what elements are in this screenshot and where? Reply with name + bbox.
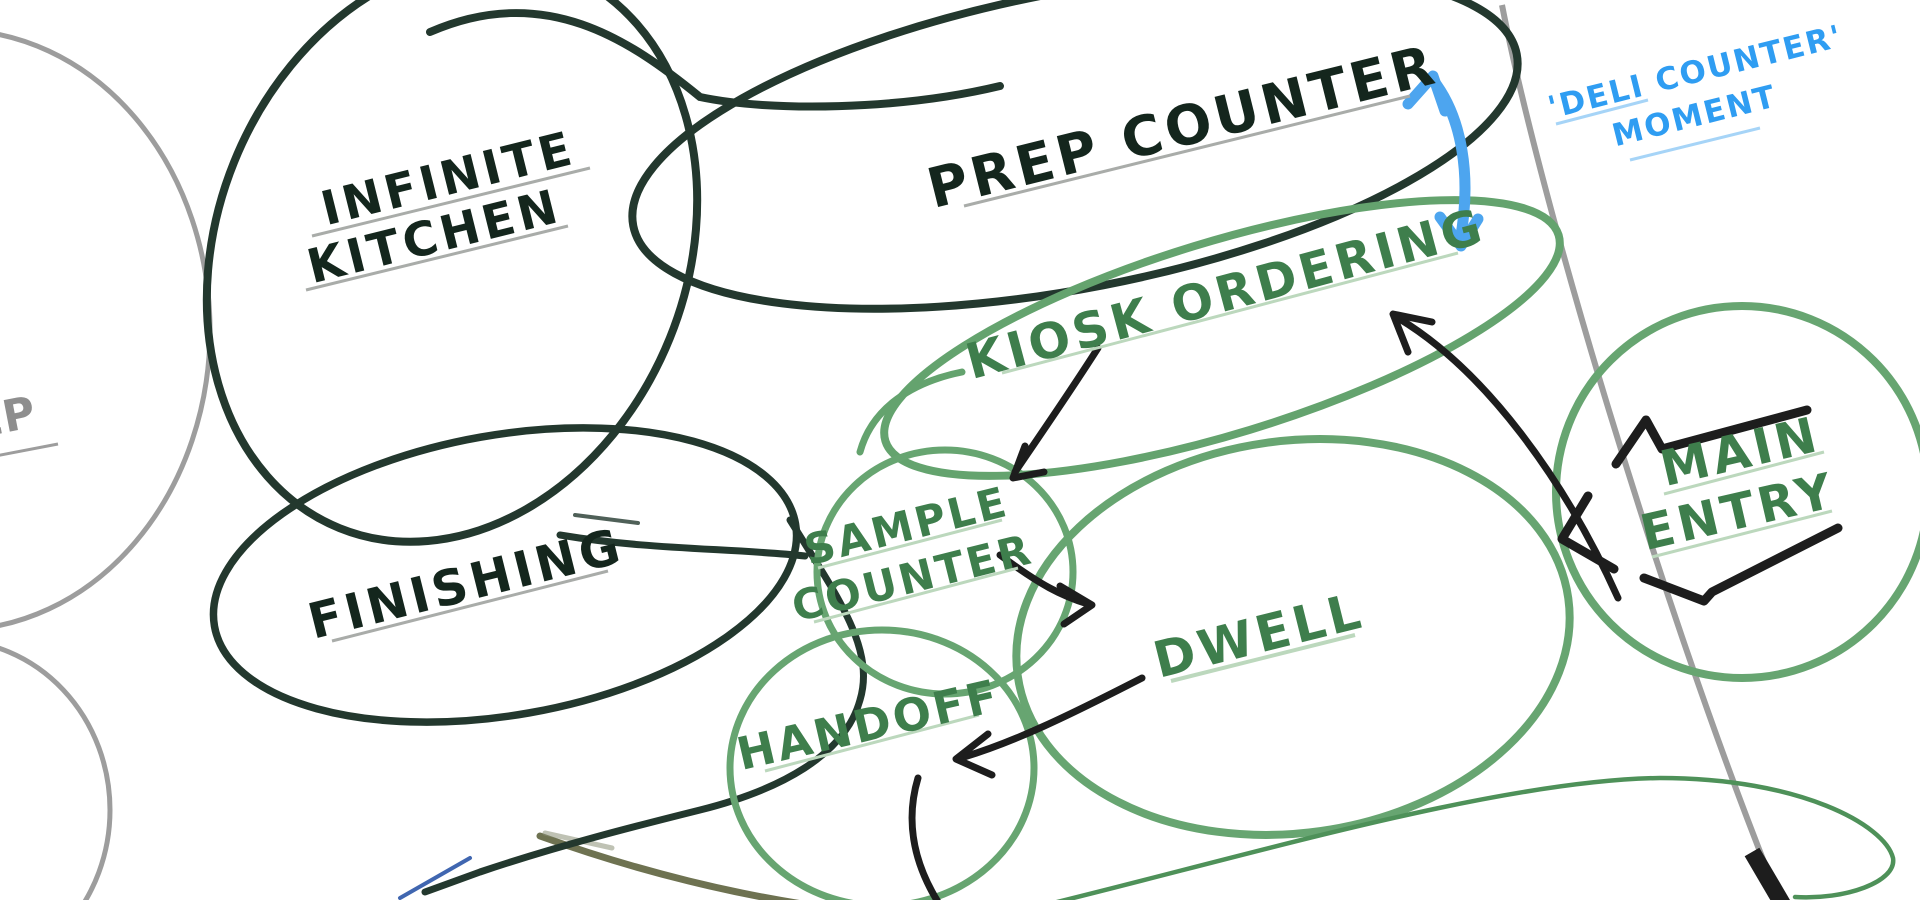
gray-bubble-top-left (0, 32, 213, 628)
arrowhead (1056, 582, 1096, 628)
label-left-edge-partial: LP (0, 386, 43, 449)
prep-counter-tail-swoosh (426, 8, 1004, 111)
scratch-stroke (573, 513, 640, 525)
prep-counter-bubble (628, 0, 1522, 313)
infinite-kitchen-bubble (202, 0, 702, 546)
olive-stroke-bottom (536, 832, 800, 900)
arrowhead-top (1402, 70, 1451, 117)
arrow-dwell-to-handoff (952, 674, 1146, 779)
gray-bubble-bottom-left (0, 645, 113, 900)
kiosk-bubble-tip-overlap (856, 368, 966, 456)
sample-counter-bubble (813, 446, 1077, 698)
thin-green-flow-line (1055, 775, 1896, 900)
arrow-sample-to-dwell (996, 551, 1096, 628)
dwell-bubble (1012, 435, 1574, 839)
infinite-kitchen-overrun-tail (556, 531, 809, 560)
long-descender-stroke (421, 516, 867, 896)
gray-sightline-arrowhead (1744, 847, 1790, 900)
kiosk-ordering-bubble (880, 196, 1564, 480)
arrow-entry-to-kiosk (1389, 310, 1622, 602)
label-prep-counter: PREP COUNTER (921, 32, 1444, 221)
arrowhead (952, 730, 996, 779)
arrow-kiosk-to-sample (1009, 344, 1102, 482)
label-underlines (0, 94, 1833, 773)
arrowhead (1009, 442, 1048, 482)
finishing-bubble (209, 424, 801, 726)
arrowhead-bottom (1434, 211, 1484, 252)
blue-pen-mark-bottom-left (398, 856, 472, 900)
label-dwell: DWELL (1148, 581, 1370, 689)
main-entry-block-arrow (1557, 405, 1843, 606)
arrowhead (1389, 310, 1436, 356)
arrow-tail-from-bottom (908, 774, 941, 900)
main-entry-bubble (1552, 302, 1920, 682)
gray-sightline (1499, 4, 1771, 874)
deli-moment-double-arrow (1402, 70, 1484, 252)
handoff-bubble (726, 626, 1038, 900)
